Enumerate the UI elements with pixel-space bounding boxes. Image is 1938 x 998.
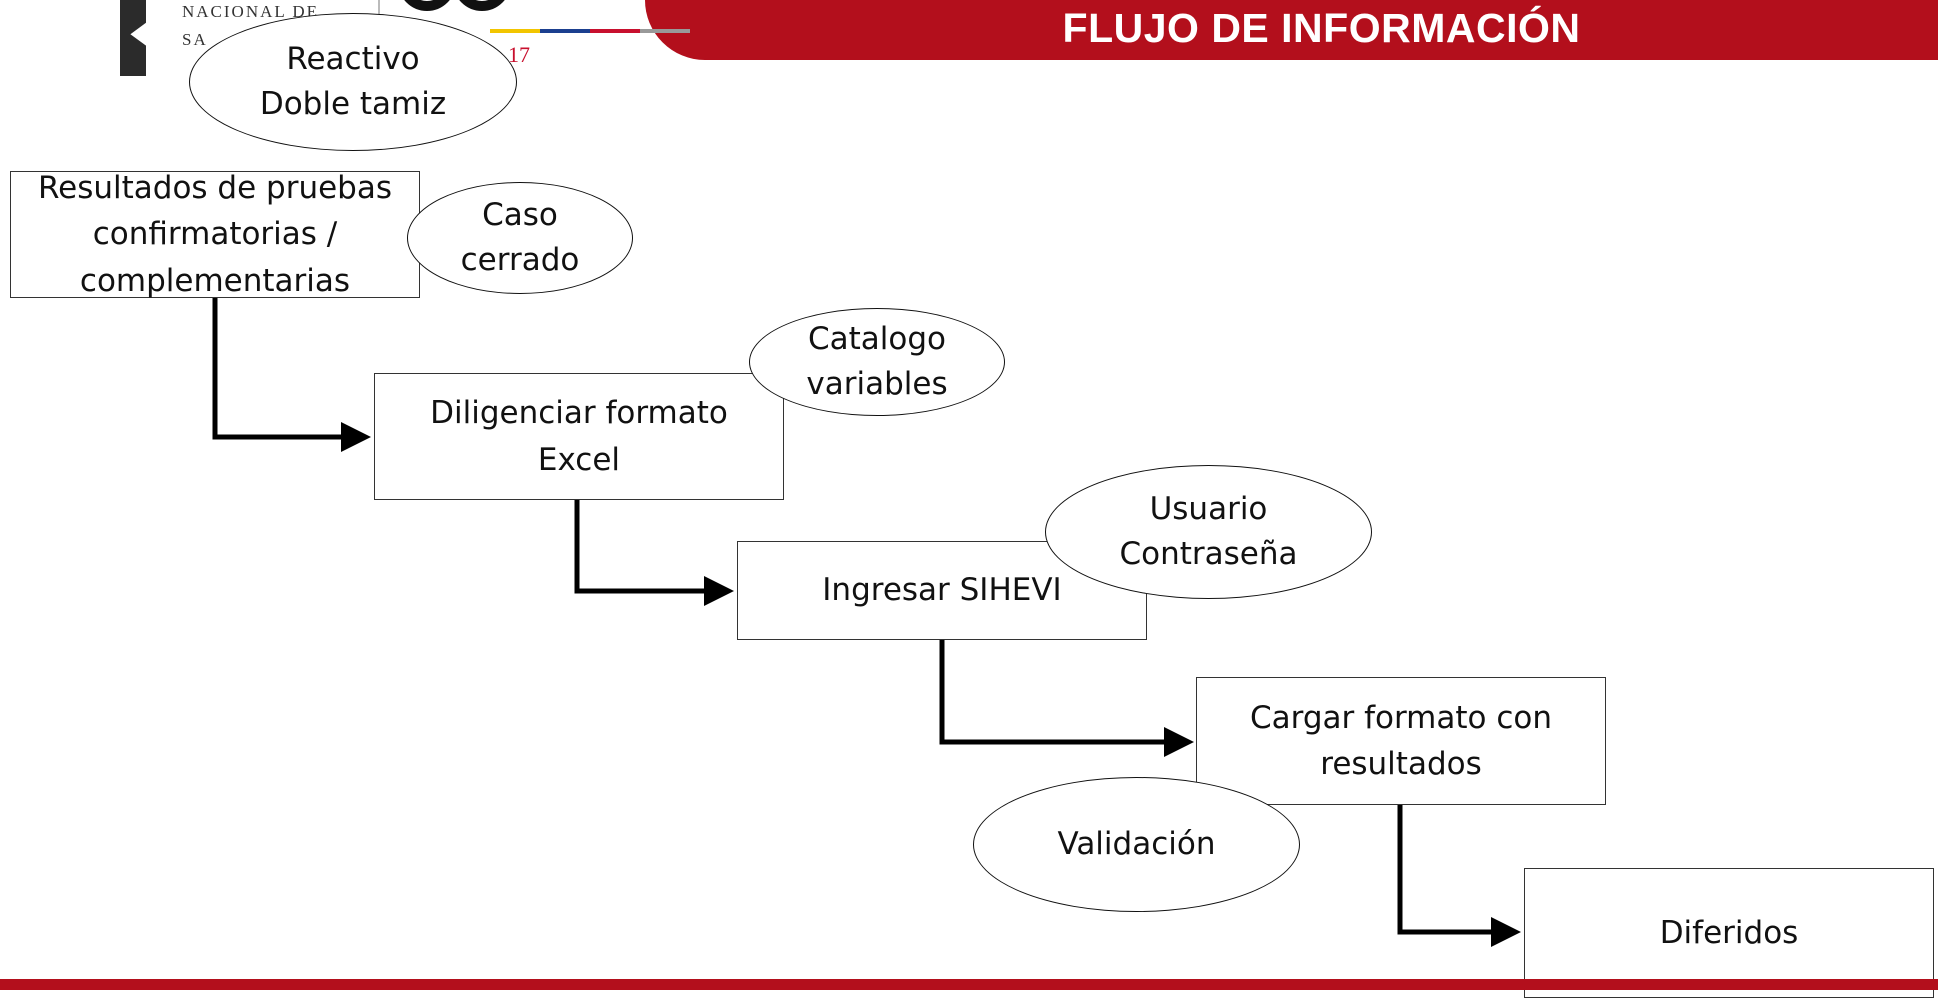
logo-year: 17 xyxy=(508,42,530,67)
header-band xyxy=(645,0,1938,60)
ellipse-reactive: Reactivo Doble tamiz xyxy=(189,13,517,151)
logo-color-strip xyxy=(490,29,690,33)
page-title: FLUJO DE INFORMACIÓN xyxy=(1062,4,1581,51)
ellipse-closed: Caso cerrado xyxy=(407,182,633,294)
connector-results-to-excel xyxy=(212,298,371,452)
ellipse-catalog: Catalogo variables xyxy=(749,308,1005,416)
logo-text-line2: SA xyxy=(182,30,208,49)
connector-upload-to-deferred xyxy=(1397,805,1521,947)
bottom-bar xyxy=(0,979,1938,990)
box-deferred: Diferidos xyxy=(1524,868,1934,998)
box-results: Resultados de pruebas confirmatorias / c… xyxy=(10,170,420,299)
connector-excel-to-sihevi xyxy=(574,500,734,606)
ellipse-validation: Validación xyxy=(973,777,1300,912)
logo-text-line1: NACIONAL DE xyxy=(182,2,320,21)
box-excel: Diligenciar formato Excel xyxy=(374,373,784,500)
connector-sihevi-to-upload xyxy=(939,640,1194,757)
logo-75-icon xyxy=(404,0,505,11)
ellipse-user: Usuario Contraseña xyxy=(1045,465,1372,599)
box-upload: Cargar formato con resultados xyxy=(1196,677,1606,805)
